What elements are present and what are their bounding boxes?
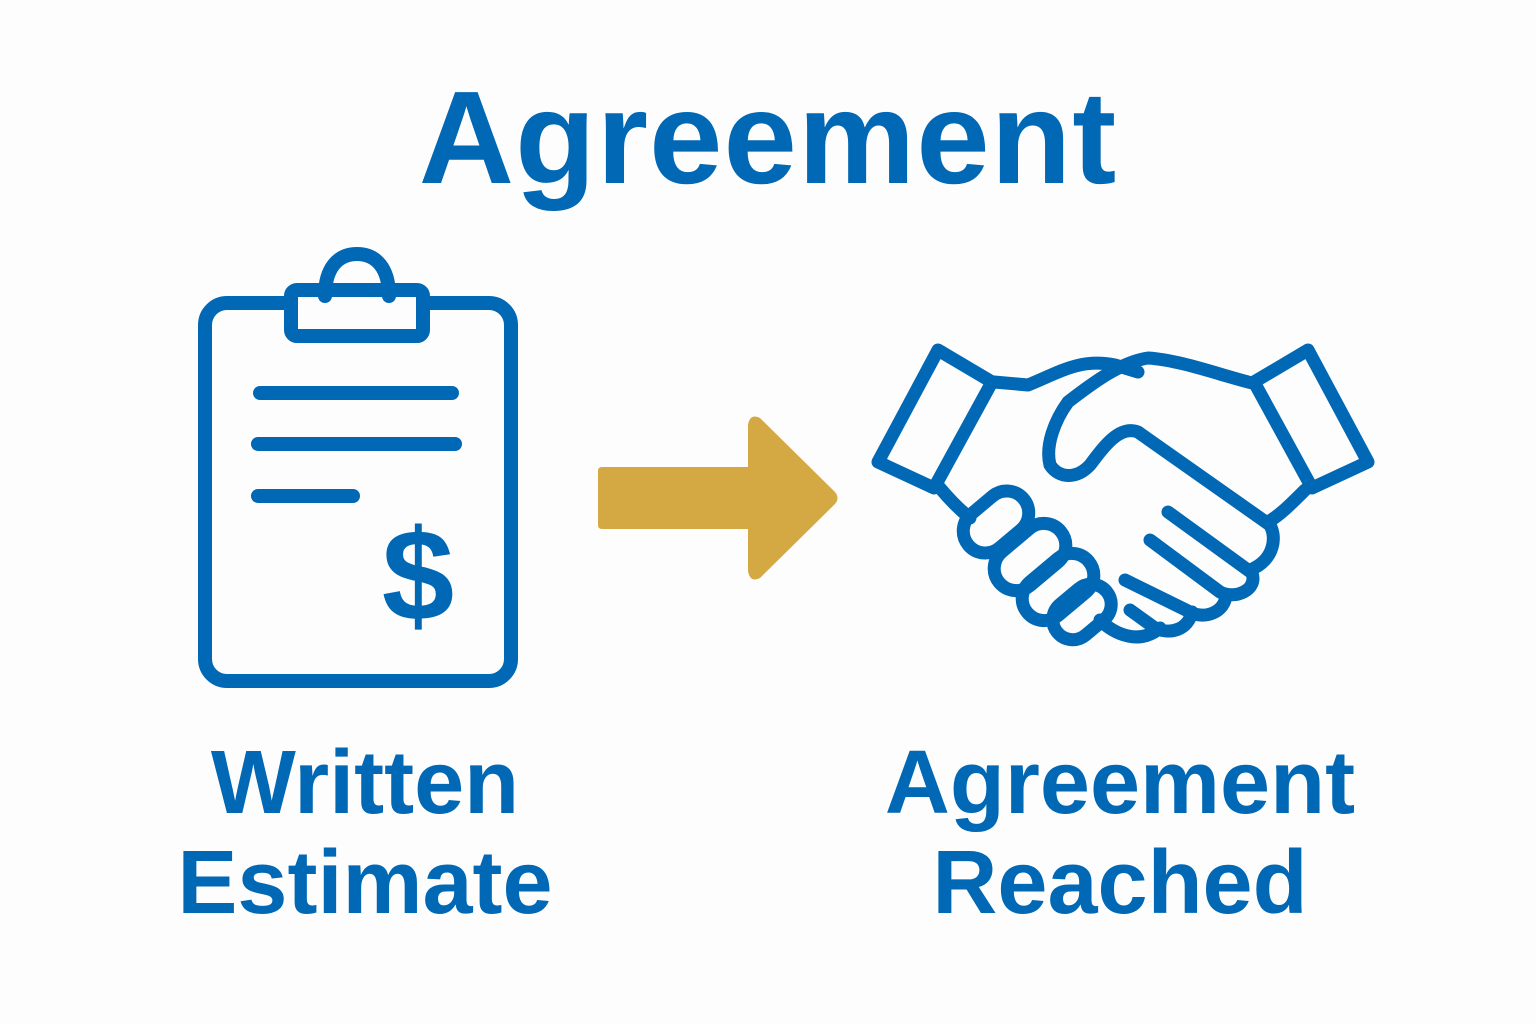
handshake-icon [871,343,1375,647]
step-label-agreement-reached: Agreement Reached [820,733,1420,933]
diagram-title: Agreement [418,64,1118,211]
label-line: Written [210,733,520,833]
dollar-sign: $ [382,502,454,648]
label-line: Estimate [177,833,553,933]
clipboard-dollar-icon: $ [198,247,518,688]
step-label-written-estimate: Written Estimate [115,733,615,933]
arrow-right-icon [598,416,838,580]
label-line: Agreement [884,733,1356,833]
label-line: Reached [932,833,1308,933]
